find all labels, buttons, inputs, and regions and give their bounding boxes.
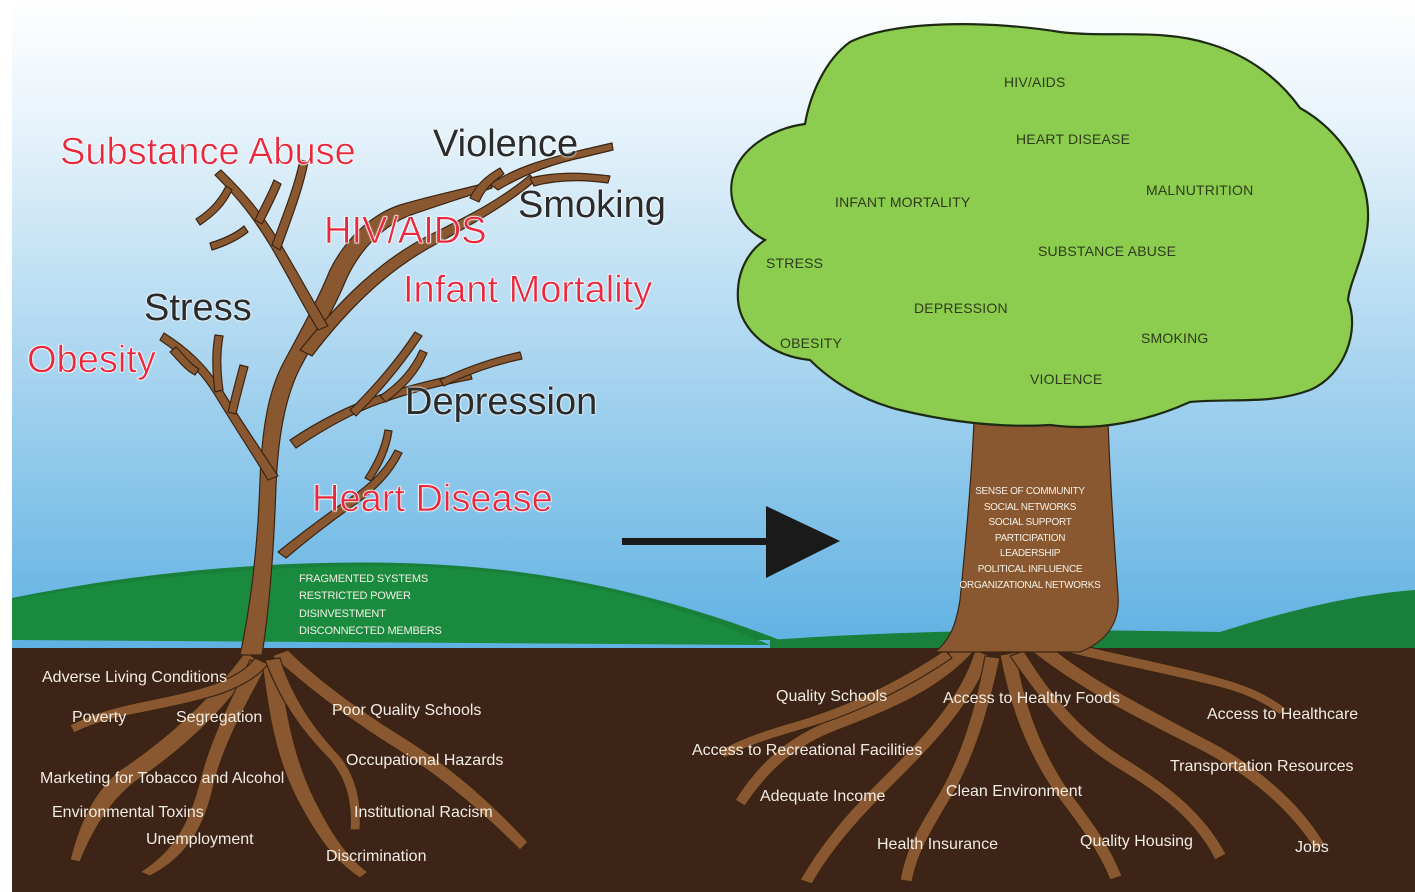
- root-adequate-income: Adequate Income: [760, 788, 886, 805]
- crown-hiv-aids: HIV/AIDS: [1004, 74, 1066, 90]
- root-jobs: Jobs: [1295, 839, 1329, 856]
- trunk-factor: SOCIAL NETWORKS: [983, 501, 1077, 513]
- outcome-stress: Stress: [144, 287, 252, 329]
- trunk-factor: SENSE OF COMMUNITY: [975, 486, 1085, 497]
- root-environmental: Environmental Toxins: [52, 804, 204, 821]
- trunk-factor: POLITICAL INFLUENCE: [977, 563, 1083, 575]
- root-quality-housing: Quality Housing: [1080, 833, 1193, 850]
- crown-infant-mortality: INFANT MORTALITY: [835, 194, 971, 210]
- trunk-factor: DISCONNECTED MEMBERS: [299, 625, 442, 638]
- trunk-factor: DISINVESTMENT: [299, 607, 386, 620]
- crown-depression: DEPRESSION: [914, 300, 1008, 316]
- crown-substance-abuse: SUBSTANCE ABUSE: [1038, 243, 1177, 259]
- trunk-factor: LEADERSHIP: [999, 548, 1061, 560]
- outcome-depression: Depression: [405, 381, 598, 423]
- root-healthy-foods: Access to Healthy Foods: [943, 690, 1120, 707]
- root-discrimination: Discrimination: [326, 848, 427, 865]
- crown-stress: STRESS: [766, 255, 824, 271]
- root-segregation: Segregation: [176, 709, 263, 726]
- outcome-infant-mortality: Infant Mortality: [403, 269, 653, 311]
- trunk-factor: FRAGMENTED SYSTEMS: [299, 573, 429, 585]
- right-trunk-factors: SENSE OF COMMUNITY SOCIAL NETWORKS SOCIA…: [956, 484, 1104, 593]
- root-poor-schools: Poor Quality Schools: [332, 702, 482, 719]
- left-trunk-factors: FRAGMENTED SYSTEMS RESTRICTED POWER DISI…: [299, 571, 442, 641]
- root-poverty: Poverty: [72, 709, 127, 726]
- root-institutional: Institutional Racism: [354, 804, 493, 821]
- trunk-factor: SOCIAL SUPPORT: [988, 517, 1072, 529]
- trunk-factor: RESTRICTED POWER: [299, 590, 411, 603]
- trunk-factor: ORGANIZATIONAL NETWORKS: [959, 579, 1101, 591]
- outcome-hiv-aids: HIV/AIDS: [324, 210, 487, 252]
- root-transportation: Transportation Resources: [1170, 758, 1354, 775]
- root-recreational: Access to Recreational Facilities: [692, 742, 923, 759]
- root-health-insurance: Health Insurance: [877, 836, 998, 853]
- root-unemployment: Unemployment: [146, 831, 254, 848]
- root-quality-schools: Quality Schools: [776, 688, 888, 705]
- healthy-tree: [719, 23, 1370, 885]
- outcome-heart-disease: Heart Disease: [312, 478, 553, 520]
- crown-smoking: SMOKING: [1141, 330, 1209, 346]
- root-marketing: Marketing for Tobacco and Alcohol: [40, 770, 285, 787]
- crown-heart-disease: HEART DISEASE: [1016, 131, 1131, 147]
- outcome-substance-abuse: Substance Abuse: [60, 131, 356, 173]
- trunk-factor: PARTICIPATION: [994, 532, 1066, 544]
- healthy-crown: [730, 23, 1370, 429]
- root-occupational: Occupational Hazards: [346, 752, 504, 769]
- unhealthy-tree: [69, 142, 614, 879]
- outcome-obesity: Obesity: [27, 339, 156, 381]
- crown-malnutrition: MALNUTRITION: [1146, 182, 1254, 198]
- transition-arrow: [622, 506, 840, 578]
- outcome-smoking: Smoking: [518, 184, 666, 226]
- root-clean-environment: Clean Environment: [946, 783, 1083, 800]
- root-healthcare: Access to Healthcare: [1207, 706, 1359, 723]
- root-adverse-living: Adverse Living Conditions: [42, 669, 227, 686]
- outcome-violence: Violence: [433, 123, 579, 165]
- crown-obesity: OBESITY: [780, 335, 843, 351]
- crown-violence: VIOLENCE: [1030, 371, 1103, 387]
